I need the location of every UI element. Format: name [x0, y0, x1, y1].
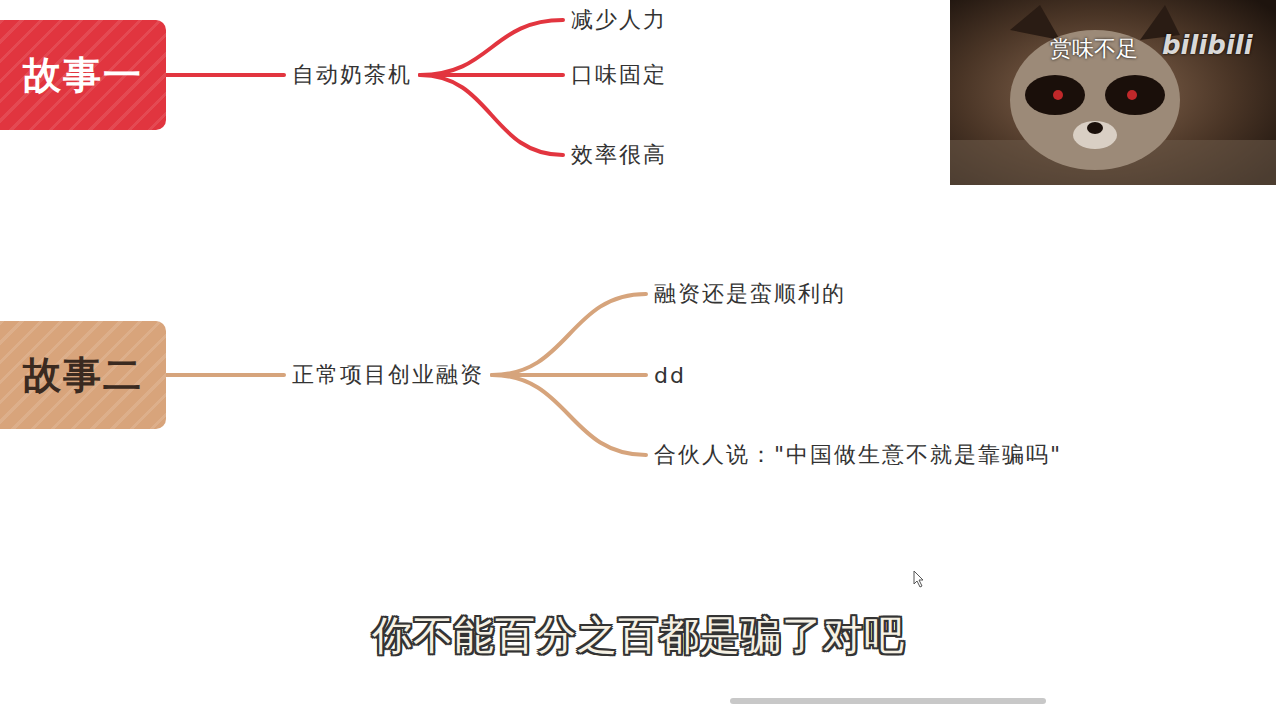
branch-connector [166, 373, 284, 377]
node-text: 口味固定 [571, 60, 667, 90]
node-text: 故事一 [23, 50, 143, 101]
branch-text: dd [646, 361, 694, 390]
node-text: 融资还是蛮顺利的 [654, 279, 846, 309]
node-text: 减少人力 [571, 5, 667, 35]
topic-text: 自动奶茶机 [284, 58, 420, 92]
branch-connector [420, 20, 563, 75]
branch-connector [492, 294, 646, 375]
subtitle: 你不能百分之百都是骗了对吧 [0, 608, 1276, 663]
branch-connector [420, 75, 563, 155]
branch-text: 效率很高 [563, 138, 675, 172]
uploader-name: 赏味不足 [1050, 34, 1138, 64]
story-box: 故事一 [0, 20, 166, 130]
branch-text: 合伙人说："中国做生意不就是靠骗吗" [646, 438, 1070, 472]
mouse-cursor [914, 571, 923, 587]
branch-connector [166, 73, 284, 77]
node-text: 自动奶茶机 [292, 60, 412, 90]
node-text: 效率很高 [571, 140, 667, 170]
video-overlay [950, 0, 1276, 185]
branch-text: 融资还是蛮顺利的 [646, 277, 854, 311]
story-box: 故事二 [0, 321, 166, 429]
scrollbar [730, 698, 1046, 704]
node-text: dd [654, 363, 686, 388]
topic-text: 正常项目创业融资 [284, 358, 492, 392]
node-text: 故事二 [23, 350, 143, 401]
branch-connector [492, 375, 646, 455]
branch-text: 减少人力 [563, 3, 675, 37]
node-text: 正常项目创业融资 [292, 360, 484, 390]
branch-text: 口味固定 [563, 58, 675, 92]
watermark: bilibili [1162, 30, 1253, 60]
node-text: 合伙人说："中国做生意不就是靠骗吗" [654, 440, 1062, 470]
